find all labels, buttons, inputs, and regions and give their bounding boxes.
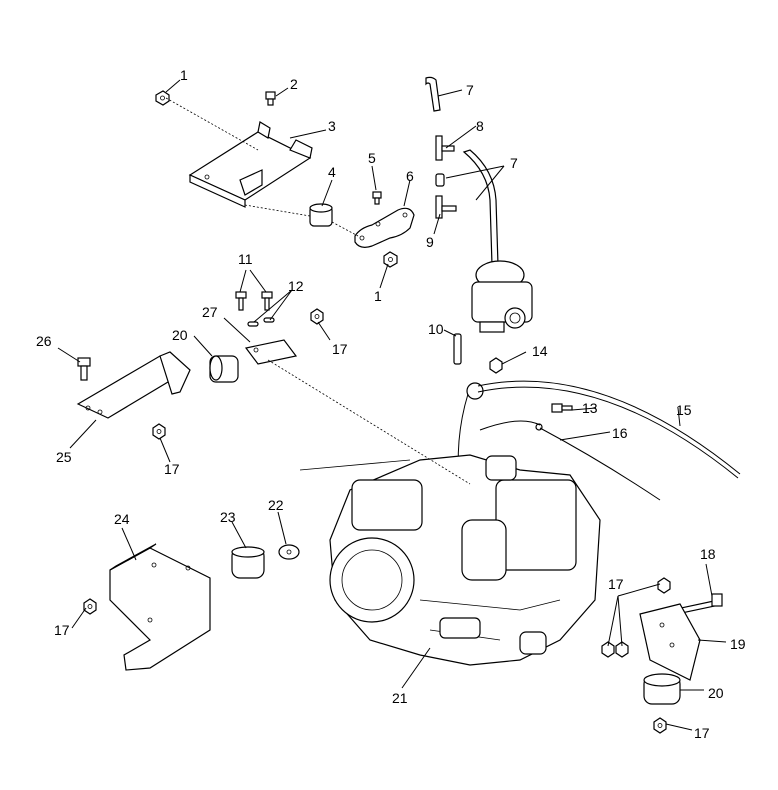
callout-6: 6 [406,168,414,184]
rubber-mount-part-20-left [209,355,239,383]
callout-2: 2 [290,76,298,92]
cable-part-15 [457,380,741,491]
nut-part-1-lower [383,251,398,268]
nut-part-17-c [83,598,97,615]
callout-16: 16 [612,425,628,441]
plate-part-6 [354,207,415,248]
callout-9: 9 [426,234,434,250]
callout-7-top: 7 [466,82,474,98]
hose-part-7-long [462,149,499,266]
bolt-part-13 [551,403,573,413]
bracket-part-25 [76,351,191,419]
callout-5: 5 [368,150,376,166]
nut-part-1-top [155,90,170,106]
callout-12: 12 [288,278,304,294]
bracket-part-3 [188,121,313,208]
callout-7-right: 7 [510,155,518,171]
callout-26: 26 [36,333,52,349]
fitting-part-9 [435,195,457,219]
bracket-part-27 [244,339,298,365]
callout-17-bottom: 17 [694,725,710,741]
bolt-part-18 [681,593,723,614]
callout-15: 15 [676,402,692,418]
callout-3: 3 [328,118,336,134]
washer-part-22 [278,544,300,560]
callout-14: 14 [532,343,548,359]
callout-17-mid: 17 [332,341,348,357]
nut-part-17-d [601,577,671,658]
callout-20-left: 20 [172,327,188,343]
callout-1-top: 1 [180,67,188,83]
callout-17-left-lower: 17 [54,622,70,638]
callout-11: 11 [238,251,253,267]
callout-19: 19 [730,636,746,652]
rubber-mount-part-20-right [643,673,681,705]
carburetor [471,260,533,333]
pin-part-10 [453,333,462,365]
callout-17-left-upper: 17 [164,461,180,477]
fitting-part-8 [435,135,455,161]
bolt-part-11-a [235,291,247,311]
nut-part-17-a [310,308,324,325]
callout-10: 10 [428,321,444,337]
callout-27: 27 [202,304,218,320]
callout-22: 22 [268,497,284,513]
nut-part-17-b [152,423,166,440]
screw-part-5 [372,191,382,205]
cable-part-16 [479,420,661,501]
callout-4: 4 [328,164,336,180]
engine-assembly [299,454,601,666]
spring-part-12 [247,317,275,327]
callout-23: 23 [220,509,236,525]
bolt-part-26 [77,357,91,381]
callout-25: 25 [56,449,72,465]
callout-24: 24 [114,511,130,527]
bolt-part-2 [265,91,276,106]
callout-1-lower: 1 [374,288,382,304]
callout-21: 21 [392,690,408,706]
rubber-mount-part-4 [309,203,333,227]
bolt-part-11-b [261,291,273,311]
callout-18: 18 [700,546,716,562]
callout-20-right: 20 [708,685,724,701]
rubber-mount-part-23 [231,546,265,579]
leader-lines [57,79,727,731]
callout-13: 13 [582,400,598,416]
nut-part-17-e [653,717,667,734]
callout-8: 8 [476,118,484,134]
callout-labels: 1 2 3 4 5 6 7 8 7 9 1 11 12 17 27 20 26 … [36,67,746,741]
hose-part-7-short [435,173,445,187]
nut-part-14 [489,357,503,374]
bracket-part-19 [639,603,701,681]
callout-17-right: 17 [608,576,624,592]
bracket-part-24 [109,543,211,671]
hose-part-7-top [425,76,441,112]
